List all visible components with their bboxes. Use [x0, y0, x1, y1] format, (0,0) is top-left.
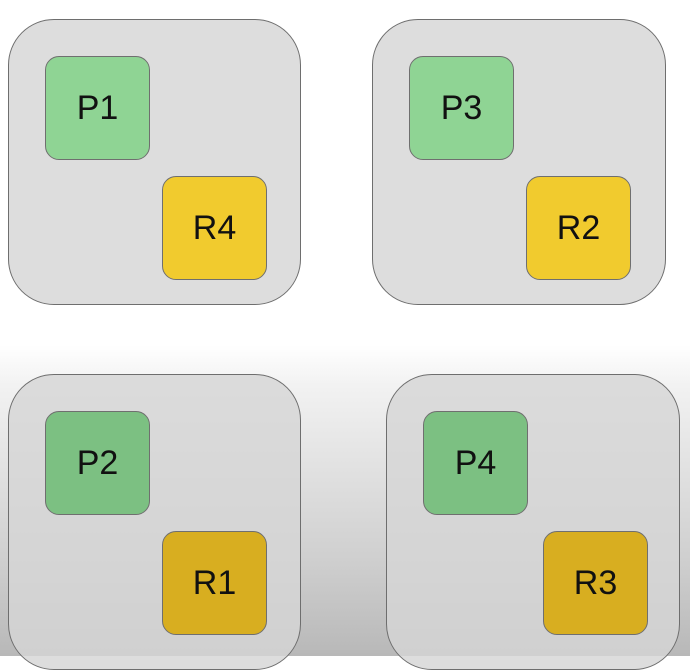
process-box-p2: P2 [45, 411, 150, 515]
node-container-2: P3 R2 [372, 19, 666, 305]
resource-box-r4: R4 [162, 176, 267, 280]
resource-box-r3: R3 [543, 531, 648, 635]
process-box-p3: P3 [409, 56, 514, 160]
node-container-4: P4 R3 [386, 374, 680, 670]
node-container-1: P1 R4 [8, 19, 301, 305]
process-box-p1: P1 [45, 56, 150, 160]
resource-box-r2: R2 [526, 176, 631, 280]
process-box-p4: P4 [423, 411, 528, 515]
resource-box-r1: R1 [162, 531, 267, 635]
node-container-3: P2 R1 [8, 374, 301, 670]
